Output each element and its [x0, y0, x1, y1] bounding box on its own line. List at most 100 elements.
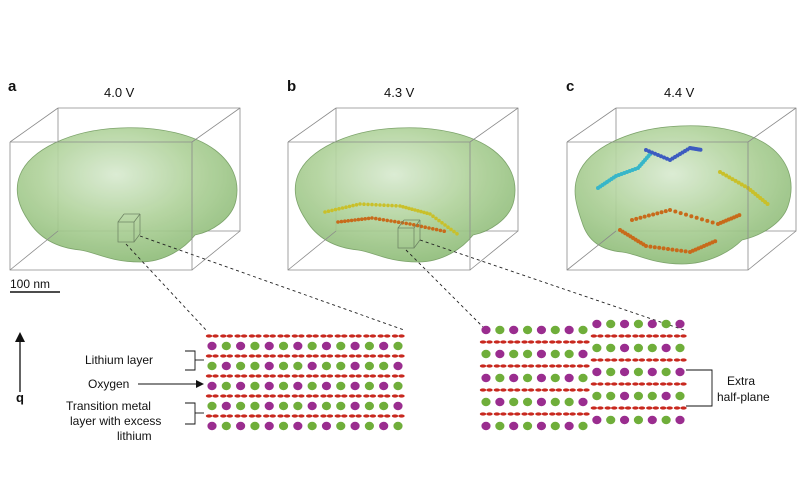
oxygen-atom	[240, 354, 248, 358]
defect-point	[679, 248, 684, 253]
oxygen-atom	[604, 334, 611, 338]
oxygen-atom	[500, 340, 507, 344]
tm-atom	[350, 341, 360, 351]
oxygen-atom	[363, 354, 370, 358]
oxygen-atom	[391, 374, 399, 378]
oxygen-atom	[659, 406, 667, 410]
defect-point	[656, 153, 660, 157]
defect-point	[354, 203, 359, 207]
defect-point	[377, 217, 382, 221]
q-axis: q	[15, 332, 25, 405]
tm-atom	[293, 341, 303, 351]
defect-point	[326, 209, 331, 213]
oxygen-atom	[348, 374, 356, 378]
oxygen-atom	[597, 358, 604, 362]
defect-point	[360, 217, 364, 221]
defect-point	[736, 180, 741, 185]
oxygen-atom	[659, 382, 667, 386]
panel-c: c 4.4 V	[566, 78, 797, 271]
tm-atom	[550, 421, 560, 431]
oxygen-atom	[604, 358, 611, 362]
defect-point	[431, 227, 435, 231]
oxygen-atom	[298, 394, 305, 398]
oxygen-atom	[212, 394, 219, 398]
extra-label-line2: half-plane	[717, 390, 770, 404]
defect-point	[413, 208, 417, 212]
oxygen-atom	[283, 354, 291, 358]
oxygen-atom	[541, 412, 549, 416]
oxygen-atom	[248, 414, 256, 418]
oxygen-atom	[590, 358, 598, 362]
tm-atom	[278, 421, 289, 431]
oxygen-atom	[673, 334, 681, 338]
lithium-atom	[393, 361, 403, 371]
panel-b-defect-line	[323, 202, 459, 236]
oxygen-atom	[212, 374, 219, 378]
oxygen-atom	[583, 388, 590, 392]
oxygen-atom	[348, 394, 356, 398]
oxygen-atom	[291, 354, 299, 358]
defect-point	[705, 218, 710, 223]
defect-point	[374, 216, 378, 221]
defect-point	[653, 151, 657, 156]
lithium-atom	[619, 343, 630, 353]
tm-atom	[278, 381, 289, 391]
oxygen-atom	[391, 334, 399, 338]
tm-atom	[321, 421, 332, 431]
lattice-right	[479, 319, 687, 431]
oxygen-atom	[479, 364, 487, 368]
oxygen-atom	[383, 394, 391, 398]
oxygen-atom	[611, 358, 618, 362]
oxygen-atom	[514, 364, 521, 368]
defect-point	[419, 224, 424, 229]
oxygen-atom	[269, 374, 276, 378]
oxygen-atom	[377, 394, 384, 398]
defect-point	[443, 223, 447, 227]
oxygen-atom	[369, 394, 377, 398]
oxygen-atom	[638, 382, 646, 386]
tm-atom	[550, 325, 560, 335]
tm-atom	[307, 341, 317, 351]
oxygen-atom	[632, 334, 639, 338]
tm-atom	[509, 325, 519, 335]
oxygen-atom	[291, 414, 299, 418]
extra-label-line1: Extra	[727, 374, 755, 388]
oxygen-atom	[632, 406, 639, 410]
defect-point	[721, 171, 726, 176]
lithium-atom	[592, 343, 602, 353]
oxygen-atom	[521, 388, 528, 392]
tm-atom	[550, 373, 560, 383]
defect-point	[351, 203, 355, 208]
oxygen-atom	[277, 394, 284, 398]
lithium-atom	[536, 397, 547, 407]
oxygen-atom	[226, 414, 234, 418]
defect-point	[698, 147, 703, 152]
defect-point	[452, 229, 456, 234]
oxygen-atom	[541, 388, 549, 392]
oxygen-atom	[377, 374, 384, 378]
oxygen-atom	[363, 334, 370, 338]
tm-atom	[236, 381, 246, 391]
tm-label-line2: layer with excess	[70, 414, 161, 428]
oxygen-atom	[618, 382, 625, 386]
tm-atom	[236, 341, 246, 351]
oxygen-atom	[555, 412, 562, 416]
tm-atom	[564, 325, 574, 335]
oxygen-atom	[205, 334, 213, 338]
oxygen-atom	[369, 354, 377, 358]
tm-atom	[536, 325, 547, 335]
defect-point	[398, 204, 402, 208]
oxygen-atom	[583, 412, 590, 416]
lithium-atom	[307, 361, 317, 371]
defect-point	[390, 203, 394, 208]
panel-a-voltage: 4.0 V	[104, 85, 135, 100]
tm-atom	[293, 381, 303, 391]
tm-atom	[393, 421, 403, 431]
oxygen-atom	[348, 334, 356, 338]
oxygen-atom	[255, 414, 262, 418]
oxygen-atom	[326, 374, 334, 378]
defect-point	[434, 216, 438, 221]
oxygen-atom	[569, 364, 576, 368]
oxygen-atom	[363, 374, 370, 378]
